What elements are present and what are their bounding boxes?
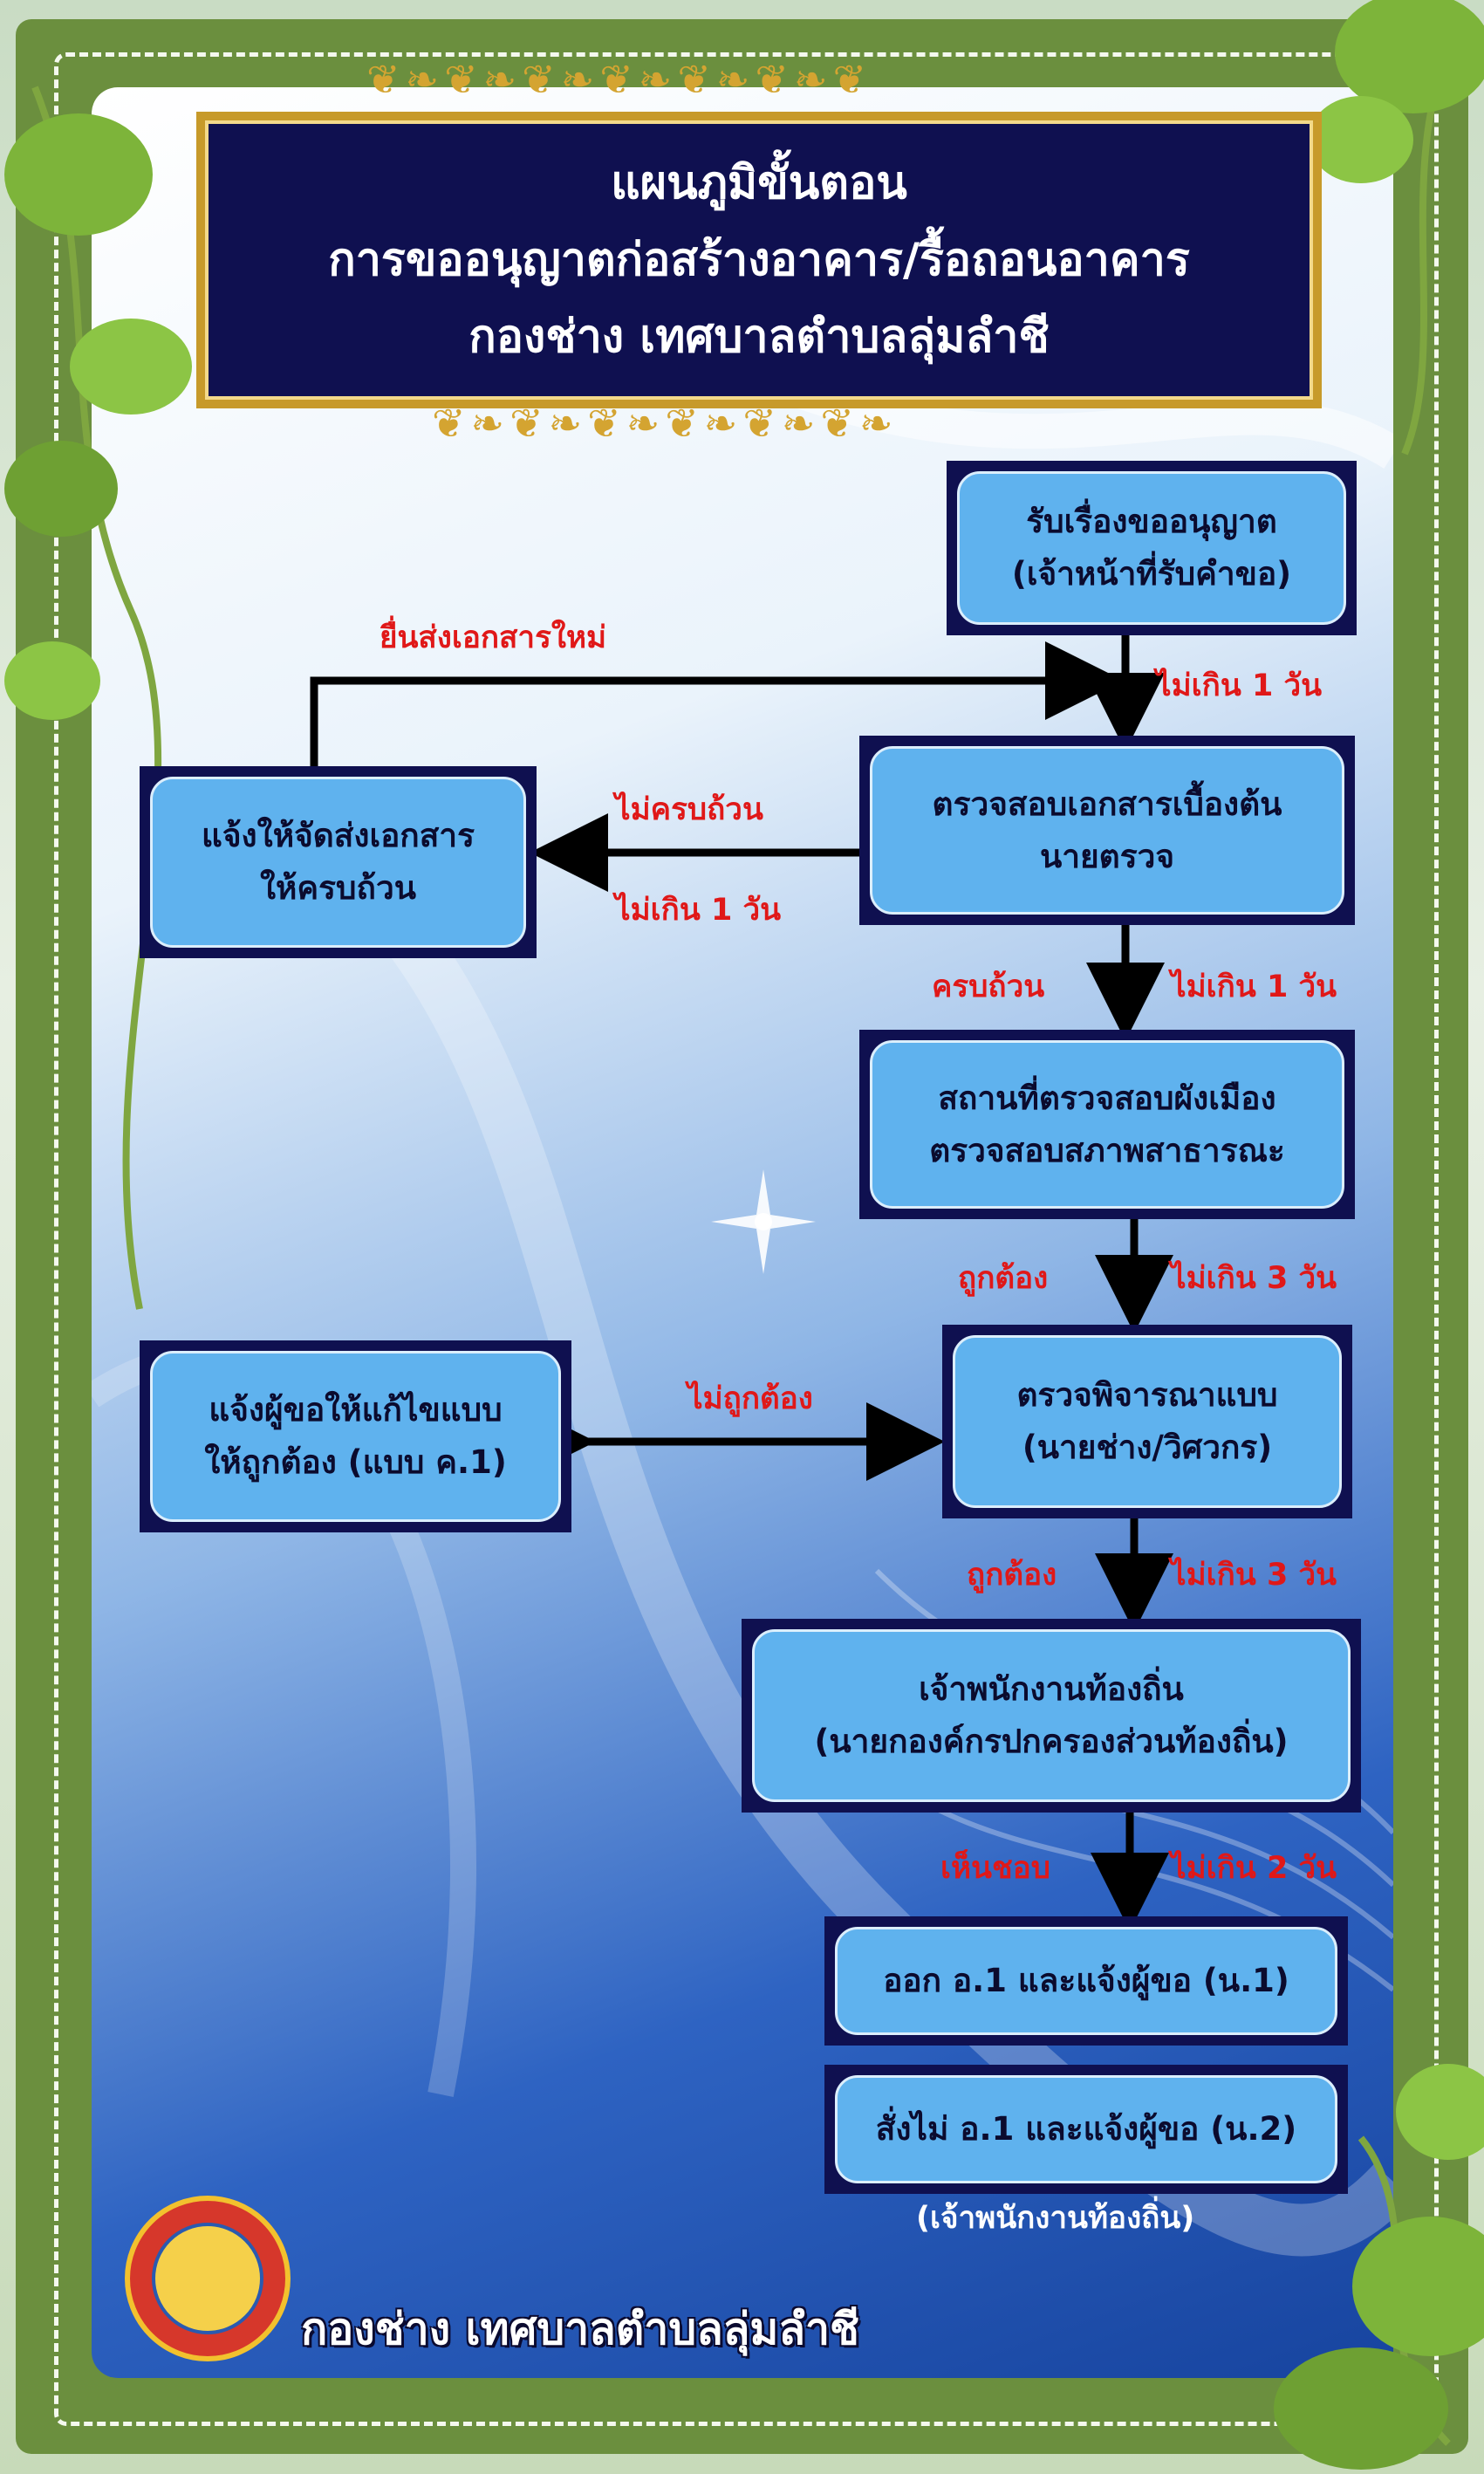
node-site-check-line-1: สถานที่ตรวจสอบผังเมือง	[938, 1079, 1276, 1117]
dashed-border	[54, 52, 1439, 2426]
municipality-logo	[125, 2196, 291, 2361]
label-time-1c: ไม่เกิน 1 วัน	[1171, 970, 1337, 1004]
node-check-docs-line-1: ตรวจสอบเอกสารเบื้องต้น	[932, 785, 1282, 823]
node-review: ตรวจพิจารณาแบบ (นายช่าง/วิศวกร)	[942, 1325, 1352, 1518]
node-receive: รับเรื่องขออนุญาต (เจ้าหน้าที่รับคำขอ)	[947, 461, 1357, 635]
label-resubmit: ยื่นส่งเอกสารใหม่	[380, 620, 607, 655]
node-site-check: สถานที่ตรวจสอบผังเมือง ตรวจสอบสภาพสาธารณ…	[859, 1030, 1355, 1219]
footer-title: กองช่าง เทศบาลตำบลลุ่มลำชี	[301, 2304, 859, 2354]
node-check-docs-line-2: นายตรวจ	[1039, 837, 1175, 875]
node-notify-docs-line-2: ให้ครบถ้วน	[259, 869, 417, 907]
node-receive-line-2: (เจ้าหน้าที่รับคำขอ)	[1011, 555, 1292, 593]
label-correct-b: ถูกต้อง	[967, 1558, 1057, 1593]
node-issue: ออก อ.1 และแจ้งผู้ขอ (น.1)	[824, 1916, 1348, 2046]
node-review-line-1: ตรวจพิจารณาแบบ	[1016, 1376, 1278, 1414]
title-line-2: การขออนุญาตก่อสร้างอาคาร/รื้อถอนอาคาร	[328, 234, 1190, 286]
label-time-3b: ไม่เกิน 3 วัน	[1171, 1558, 1337, 1593]
title-line-3: กองช่าง เทศบาลตำบลลุ่มลำชี	[468, 311, 1050, 363]
node-notify-fix-line-1: แจ้งผู้ขอให้แก้ไขแบบ	[209, 1391, 503, 1429]
label-incomplete: ไม่ครบถ้วน	[615, 792, 763, 827]
officer-note: (เจ้าพนักงานท้องถิ่น)	[916, 2201, 1195, 2236]
node-check-docs: ตรวจสอบเอกสารเบื้องต้น นายตรวจ	[859, 736, 1355, 925]
gold-ornament-bottom: ❦❧❦❧❦❧❦❧❦❧❦❧	[432, 400, 899, 447]
label-time-3a: ไม่เกิน 3 วัน	[1171, 1261, 1337, 1296]
node-site-check-line-2: ตรวจสอบสภาพสาธารณะ	[929, 1131, 1285, 1169]
node-notify-fix-line-2: ให้ถูกต้อง (แบบ ค.1)	[204, 1443, 507, 1481]
node-receive-line-1: รับเรื่องขออนุญาต	[1026, 503, 1277, 540]
title-box: แผนภูมิขั้นตอน การขออนุญาตก่อสร้างอาคาร/…	[196, 112, 1322, 408]
arrow-resubmit	[310, 641, 1124, 768]
node-officer: เจ้าพนักงานท้องถิ่น (นายกองค์กรปกครองส่ว…	[742, 1619, 1361, 1813]
node-review-line-2: (นายช่าง/วิศวกร)	[1022, 1429, 1273, 1466]
title-line-1: แผนภูมิขั้นตอน	[611, 157, 907, 209]
node-deny: สั่งไม่ อ.1 และแจ้งผู้ขอ (น.2)	[824, 2065, 1348, 2194]
label-correct-a: ถูกต้อง	[958, 1261, 1049, 1296]
label-time-2: ไม่เกิน 2 วัน	[1171, 1851, 1337, 1886]
node-officer-line-2: (นายกองค์กรปกครองส่วนท้องถิ่น)	[814, 1723, 1289, 1760]
node-notify-docs: แจ้งให้จัดส่งเอกสาร ให้ครบถ้วน	[140, 766, 537, 958]
label-approve: เห็นชอบ	[940, 1851, 1050, 1886]
gold-ornament-top: ❦❧❦❧❦❧❦❧❦❧❦❧❦	[366, 56, 872, 103]
node-deny-line-1: สั่งไม่ อ.1 และแจ้งผู้ขอ (น.2)	[875, 2110, 1297, 2148]
node-notify-docs-line-1: แจ้งให้จัดส่งเอกสาร	[202, 817, 475, 854]
logo-emblem	[152, 2223, 263, 2334]
node-officer-line-1: เจ้าพนักงานท้องถิ่น	[919, 1670, 1184, 1708]
label-incorrect: ไม่ถูกต้อง	[687, 1381, 813, 1416]
label-time-1a: ไม่เกิน 1 วัน	[1156, 668, 1323, 703]
label-complete: ครบถ้วน	[932, 970, 1045, 1004]
label-time-1b: ไม่เกิน 1 วัน	[615, 893, 782, 928]
node-issue-line-1: ออก อ.1 และแจ้งผู้ขอ (น.1)	[883, 1962, 1289, 1999]
node-notify-fix: แจ้งผู้ขอให้แก้ไขแบบ ให้ถูกต้อง (แบบ ค.1…	[140, 1340, 571, 1532]
